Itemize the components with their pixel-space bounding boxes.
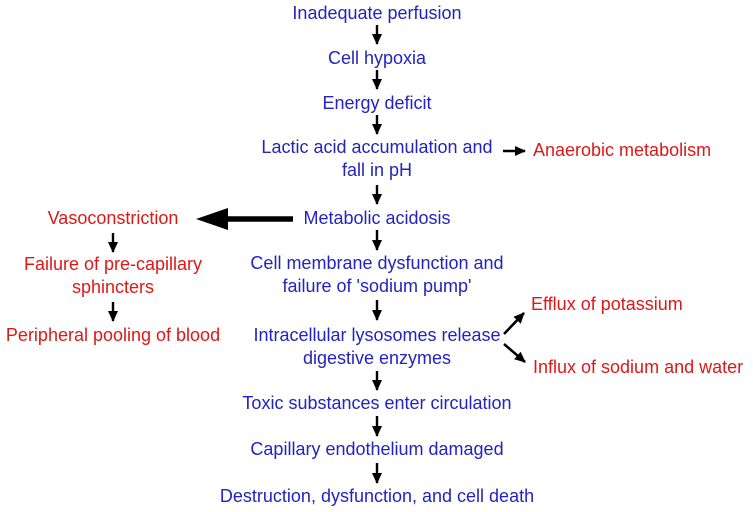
node-efflux-potassium: Efflux of potassium xyxy=(531,294,683,314)
node-energy-deficit: Energy deficit xyxy=(322,93,432,113)
arrow-lysosomes-to-efflux xyxy=(503,312,525,335)
node-anaerobic-metabolism: Anaerobic metabolism xyxy=(533,140,712,160)
node-capillary-endothelium: Capillary endothelium damaged xyxy=(250,439,504,459)
node-vasoconstriction: Vasoconstriction xyxy=(47,208,179,228)
node-cell-hypoxia: Cell hypoxia xyxy=(327,48,427,68)
node-cell-death: Destruction, dysfunction, and cell death xyxy=(219,486,535,506)
arrow-acidosis-to-vasoconstriction xyxy=(196,208,293,230)
node-inadequate-perfusion: Inadequate perfusion xyxy=(292,3,462,23)
node-cell-membrane-dysfunction: Cell membrane dysfunction and failure of… xyxy=(250,253,504,296)
node-lysosomes-release: Intracellular lysosomes release digestiv… xyxy=(253,325,501,368)
node-metabolic-acidosis: Metabolic acidosis xyxy=(303,208,451,228)
node-toxic-substances: Toxic substances enter circulation xyxy=(242,393,512,413)
node-peripheral-pooling: Peripheral pooling of blood xyxy=(5,325,221,345)
arrow-lysosomes-to-influx xyxy=(503,343,526,363)
node-failure-precapillary-sphincters: Failure of pre-capillary sphincters xyxy=(23,254,203,297)
node-influx-sodium-water: Influx of sodium and water xyxy=(533,357,744,377)
node-lactic-acid: Lactic acid accumulation and fall in pH xyxy=(261,137,493,180)
